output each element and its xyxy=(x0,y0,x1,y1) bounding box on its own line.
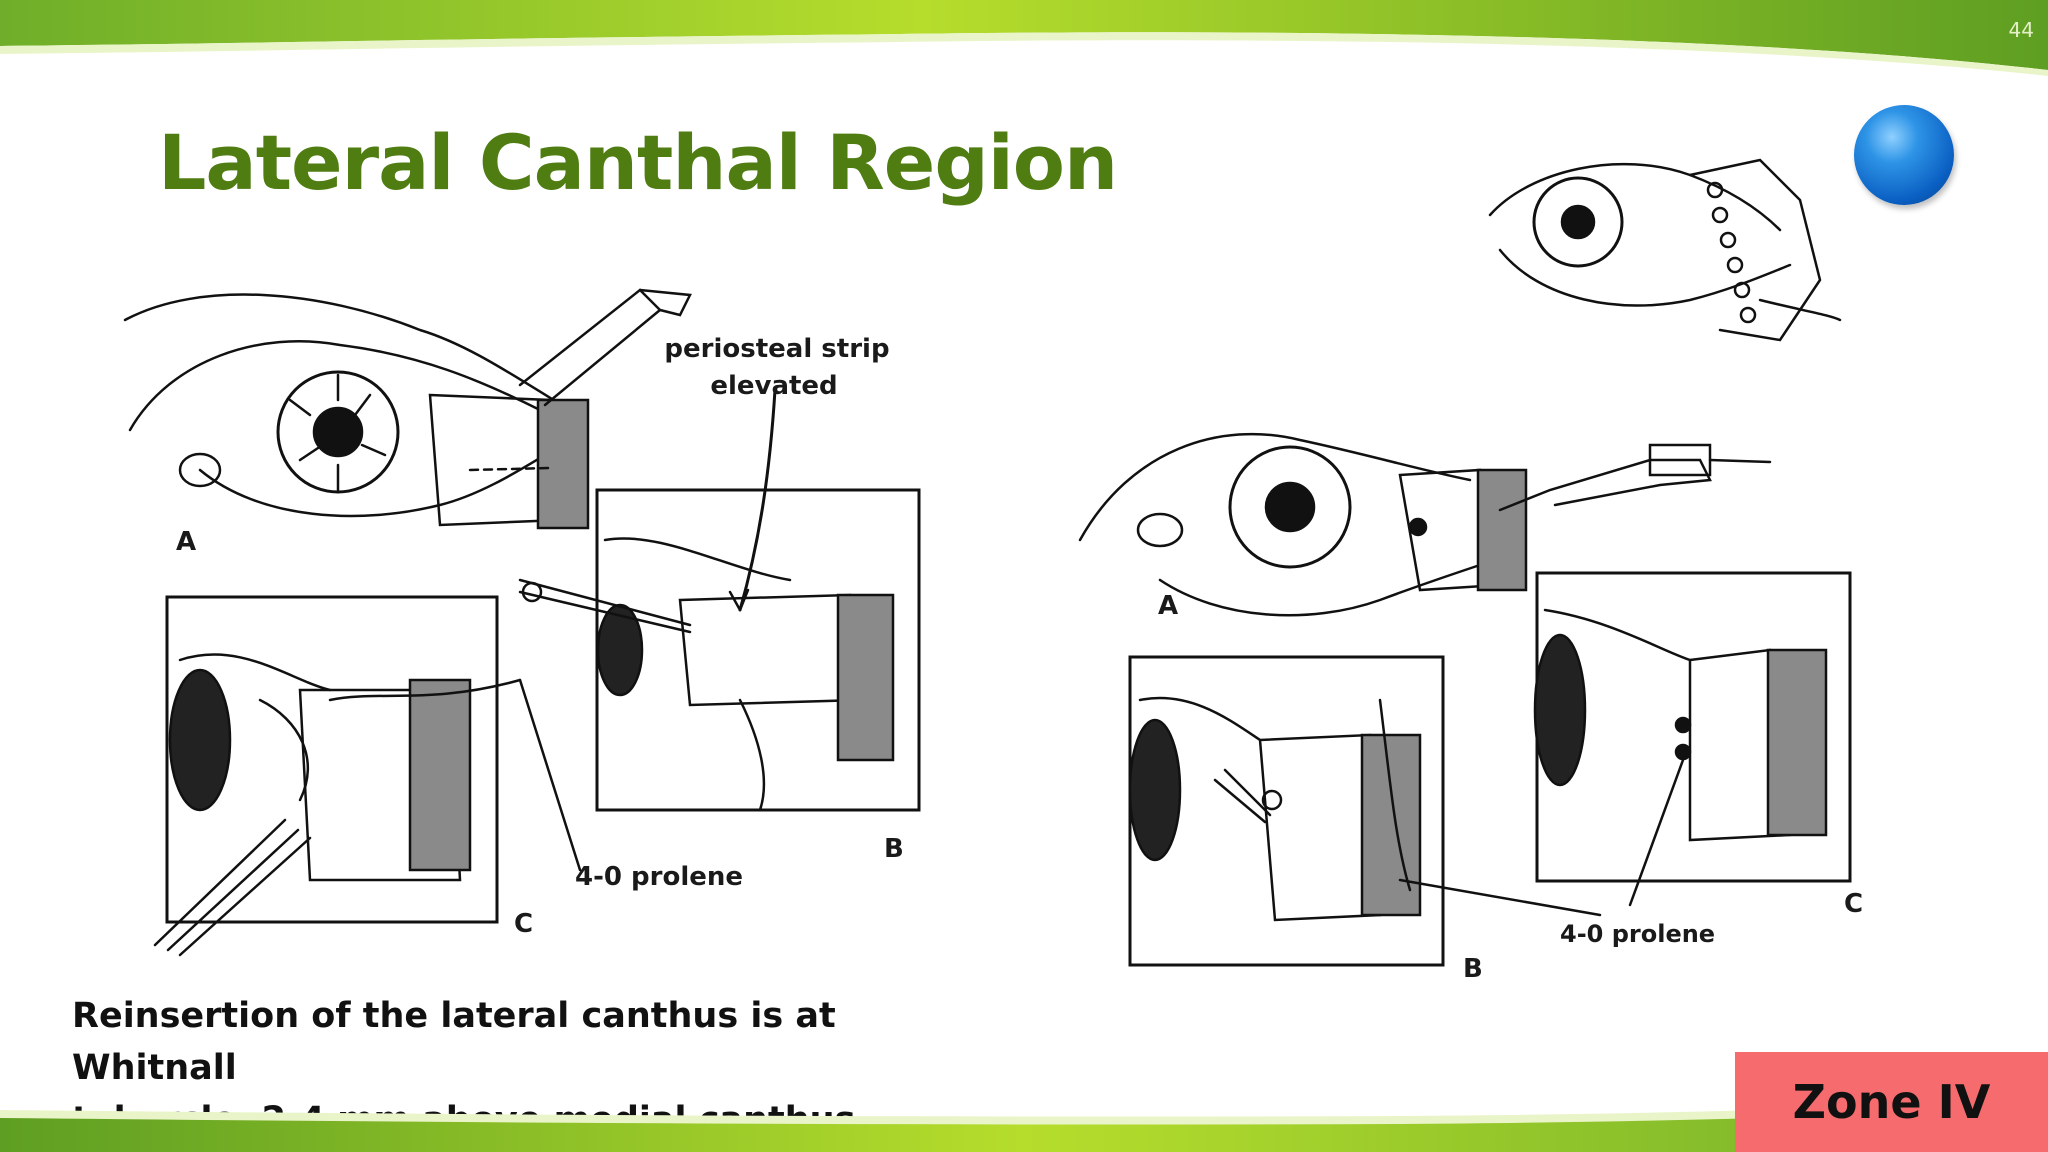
zone-badge-label: Zone IV xyxy=(1792,1075,1991,1129)
left-figure-b-panel xyxy=(518,388,921,812)
right-figure-a-eye xyxy=(1078,432,1772,617)
left-label-c: C xyxy=(514,909,533,939)
annotation-elevated: elevated xyxy=(710,371,837,401)
bottom-band xyxy=(0,1100,2048,1152)
annotation-periosteal-strip: periosteal strip xyxy=(664,334,889,364)
left-figure-c-panel xyxy=(153,595,582,957)
right-figure-b-panel xyxy=(1128,655,1602,967)
top-band xyxy=(0,0,2048,76)
annotation-right-prolene: 4-0 prolene xyxy=(1560,920,1715,948)
right-figure-top-eye xyxy=(1488,158,1842,342)
slide-number: 44 xyxy=(2008,18,2034,42)
caption-line-1: Reinsertion of the lateral canthus is at… xyxy=(72,996,836,1088)
left-figure-a-eye xyxy=(123,288,692,530)
right-label-c: C xyxy=(1844,889,1863,919)
left-label-a: A xyxy=(176,527,196,557)
right-figure-c-panel xyxy=(1533,571,1852,907)
left-label-b: B xyxy=(884,834,904,864)
annotation-left-prolene: 4-0 prolene xyxy=(575,862,743,892)
right-label-a: A xyxy=(1158,591,1178,621)
zone-badge: Zone IV xyxy=(1735,1052,2048,1152)
blue-bullet-icon xyxy=(1854,105,1954,205)
right-label-b: B xyxy=(1463,954,1483,984)
slide-title: Lateral Canthal Region xyxy=(158,118,1118,207)
